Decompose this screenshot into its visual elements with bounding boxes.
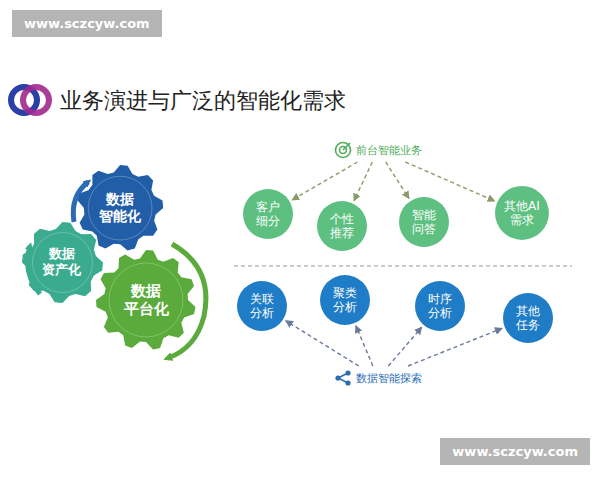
separator [234, 265, 572, 266]
source-text: 前台智能业务 [352, 143, 422, 158]
dashed-arrow [388, 327, 421, 366]
task-circle: 客户 细分 [243, 189, 293, 239]
node-text: 客户 细分 [256, 200, 280, 229]
task-circle: 时序 分析 [415, 281, 465, 331]
dashed-arrow [405, 162, 494, 201]
title: 业务演进与广泛的智能化需求 [60, 86, 346, 116]
task-circle: 关联 分析 [237, 281, 287, 331]
task-circle: 智能 问答 [399, 197, 449, 247]
watermark: www.sczcyw.com [440, 438, 590, 465]
dashed-arrow [356, 326, 373, 366]
node-text: 智能 问答 [412, 208, 436, 237]
task-circle: 聚类 分析 [320, 275, 370, 325]
dashed-arrow [386, 162, 409, 198]
node-text: 时序 分析 [428, 292, 452, 321]
watermark: www.sczcyw.com [12, 10, 162, 37]
source-text: 数据智能探索 [352, 371, 422, 386]
task-circle: 其他 任务 [503, 293, 553, 343]
node-text: 数据 平台化 [124, 282, 169, 318]
dashed-arrow [408, 328, 502, 366]
node-text: 数据 智能化 [99, 191, 141, 225]
task-circle: 其他AI 需求 [495, 186, 549, 240]
source-label: 前台智能业务 [334, 141, 422, 159]
dashed-arrow [292, 162, 357, 200]
node-text: 个性 推荐 [330, 212, 354, 241]
logo-circle [23, 87, 49, 113]
node-text: 数据 资产化 [42, 246, 81, 277]
gear-node: 数据 平台化 [96, 250, 196, 350]
dashed-arrow [354, 162, 372, 201]
target-icon [334, 141, 352, 159]
node-text: 其他 任务 [516, 304, 540, 333]
gear-node: 数据 资产化 [22, 222, 103, 303]
share-icon [334, 369, 352, 387]
node-text: 其他AI 需求 [504, 199, 540, 228]
dashed-arrow [286, 321, 359, 366]
node-text: 聚类 分析 [333, 286, 357, 315]
task-circle: 个性 推荐 [317, 201, 367, 251]
node-text: 关联 分析 [250, 292, 274, 321]
source-label: 数据智能探索 [334, 369, 422, 387]
